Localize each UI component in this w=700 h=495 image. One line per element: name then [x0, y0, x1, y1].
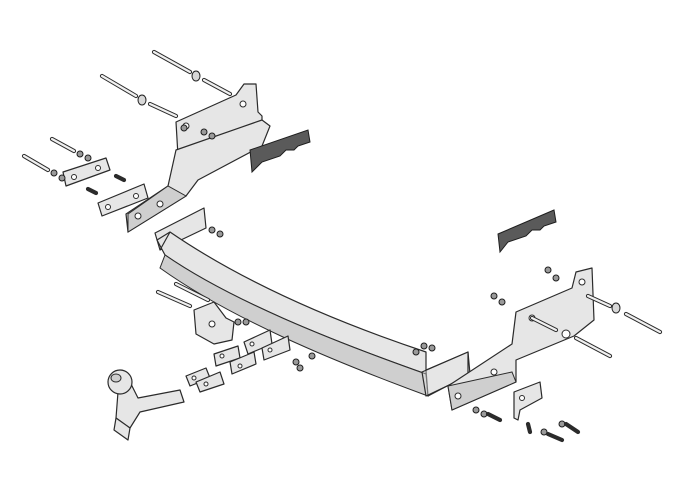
left-spacer-plate-a [62, 157, 111, 187]
left-side-bracket [125, 83, 271, 233]
centre-bolts [155, 281, 436, 372]
towball-neck [107, 369, 185, 441]
left-bolt-set [21, 49, 233, 238]
right-gasket [497, 209, 557, 254]
right-lower-bracket [472, 381, 581, 443]
towball-mount-bracket [193, 301, 235, 345]
right-side-bracket [447, 267, 595, 411]
right-bolt-set [490, 266, 663, 359]
left-gasket [249, 129, 311, 174]
small-clamp-plates [185, 329, 291, 393]
main-cross-beam [154, 207, 471, 397]
